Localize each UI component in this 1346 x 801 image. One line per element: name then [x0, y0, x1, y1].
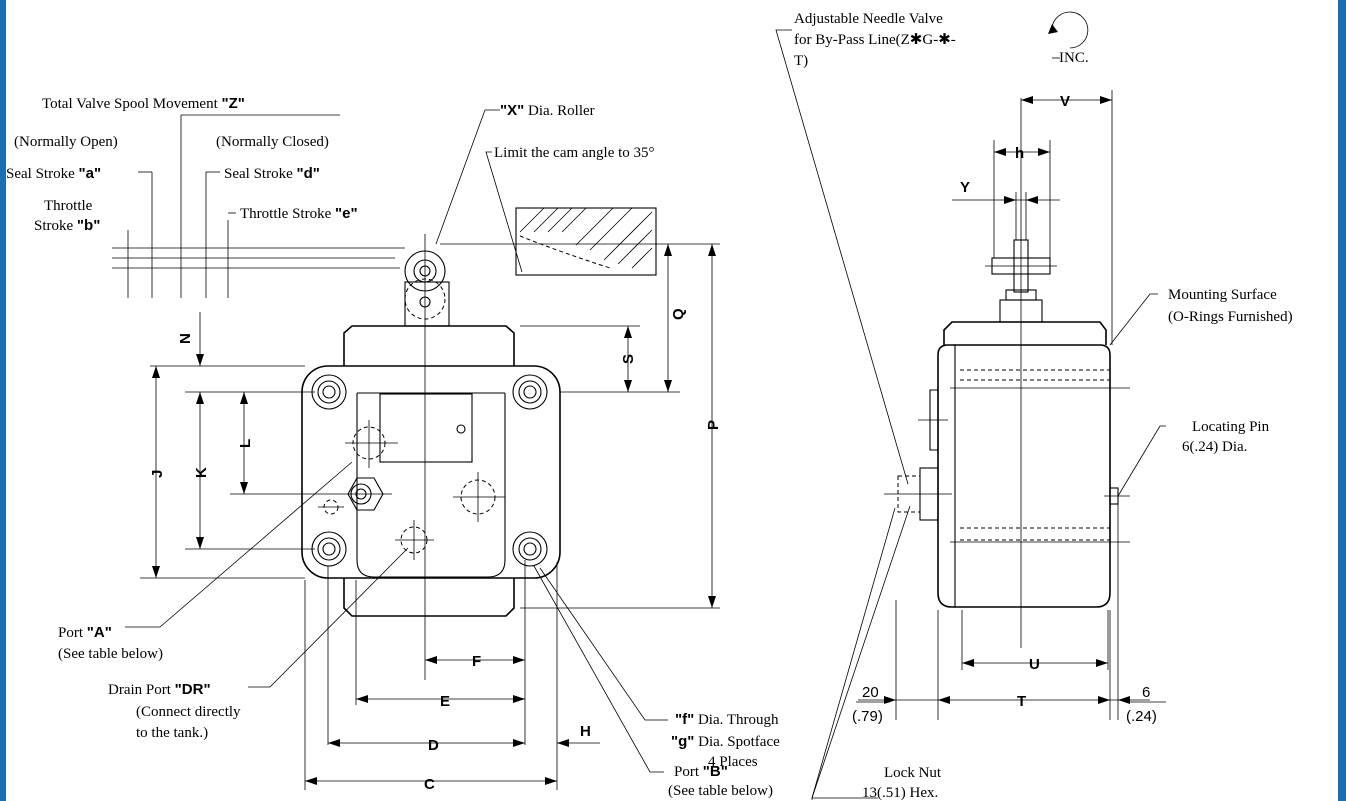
- dim-q: Q: [670, 308, 687, 320]
- side-leaders: [775, 11, 1166, 800]
- bolt-hole-top-left: [311, 374, 347, 410]
- blue-frame-right: [1338, 0, 1346, 801]
- front-view: [301, 207, 657, 680]
- dim-f: F: [472, 653, 481, 670]
- total-spool-label: Total Valve Spool Movement "Z": [42, 95, 245, 112]
- throttle-b-label-1: Throttle: [44, 198, 93, 214]
- port-b-note: (See table below): [668, 783, 773, 799]
- port-a-label: Port "A": [58, 624, 112, 641]
- locating-pin-label-1: Locating Pin: [1192, 419, 1270, 435]
- bolt-hole-bottom-right: [512, 531, 548, 567]
- dim-h-front: H: [580, 723, 591, 740]
- side-dimensions: [858, 90, 1150, 720]
- bolt-hole-bottom-left: [311, 531, 347, 567]
- dim-t: T: [1017, 693, 1026, 710]
- normally-open-label: (Normally Open): [14, 134, 118, 150]
- needle-valve-label-2: for By-Pass Line(Z✱G-✱-: [794, 32, 956, 48]
- dim-20-label: 20: [862, 684, 879, 701]
- dim-6-label: 6: [1142, 684, 1150, 701]
- blue-frame-left: [0, 0, 6, 801]
- dim-k: K: [193, 467, 210, 478]
- dim-p: P: [705, 420, 722, 430]
- dim-j: J: [149, 470, 166, 478]
- dim-n: N: [177, 333, 194, 344]
- stroke-lines: [112, 114, 720, 298]
- f-through-label: "f" Dia. Through: [675, 711, 779, 728]
- drain-note-1: (Connect directly: [136, 704, 241, 720]
- dim-l: L: [237, 439, 254, 448]
- roller-label: "X" Dia. Roller: [500, 102, 595, 119]
- dim-e: E: [440, 693, 450, 710]
- mounting-surface-label-2: (O-Rings Furnished): [1168, 309, 1293, 325]
- dim-d: D: [428, 737, 439, 754]
- dim-c: C: [424, 776, 435, 793]
- dim-u: U: [1029, 656, 1040, 673]
- bolt-hole-top-right: [512, 374, 548, 410]
- port-a-note: (See table below): [58, 646, 163, 662]
- drain-note-2: to the tank.): [136, 725, 208, 741]
- front-dimensions: [140, 244, 720, 790]
- cam-angle-label: Limit the cam angle to 35°: [494, 145, 655, 161]
- port-b-label: Port "B": [674, 763, 728, 780]
- dim-24-label: (.24): [1126, 708, 1157, 725]
- seal-stroke-d-label: Seal Stroke "d": [224, 165, 320, 182]
- throttle-e-label: Throttle Stroke "e": [240, 205, 358, 222]
- mounting-surface-label-1: Mounting Surface: [1168, 287, 1277, 303]
- lock-nut-label-2: 13(.51) Hex.: [862, 785, 938, 801]
- dim-79-label: (.79): [852, 708, 883, 725]
- dim-y: Y: [960, 179, 970, 196]
- drain-port-label: Drain Port "DR": [108, 681, 211, 698]
- g-spotface-label: "g" Dia. Spotface: [671, 733, 780, 750]
- dim-v: V: [1060, 93, 1070, 110]
- four-places-label: 4 Places: [708, 754, 758, 770]
- seal-stroke-a-label: Seal Stroke "a": [6, 165, 101, 182]
- lock-nut-label-1: Lock Nut: [884, 765, 942, 781]
- inc-label: INC.: [1059, 50, 1089, 66]
- needle-valve-label-3: T): [794, 53, 808, 69]
- side-view: [884, 228, 1130, 648]
- dim-s: S: [620, 354, 637, 364]
- dim-h: h: [1015, 145, 1024, 162]
- throttle-b-label-2: Stroke "b": [34, 217, 100, 234]
- front-leaders: [125, 109, 668, 773]
- locating-pin-label-2: 6(.24) Dia.: [1182, 439, 1247, 455]
- normally-closed-label: (Normally Closed): [216, 134, 329, 150]
- needle-valve-label-1: Adjustable Needle Valve: [794, 11, 943, 27]
